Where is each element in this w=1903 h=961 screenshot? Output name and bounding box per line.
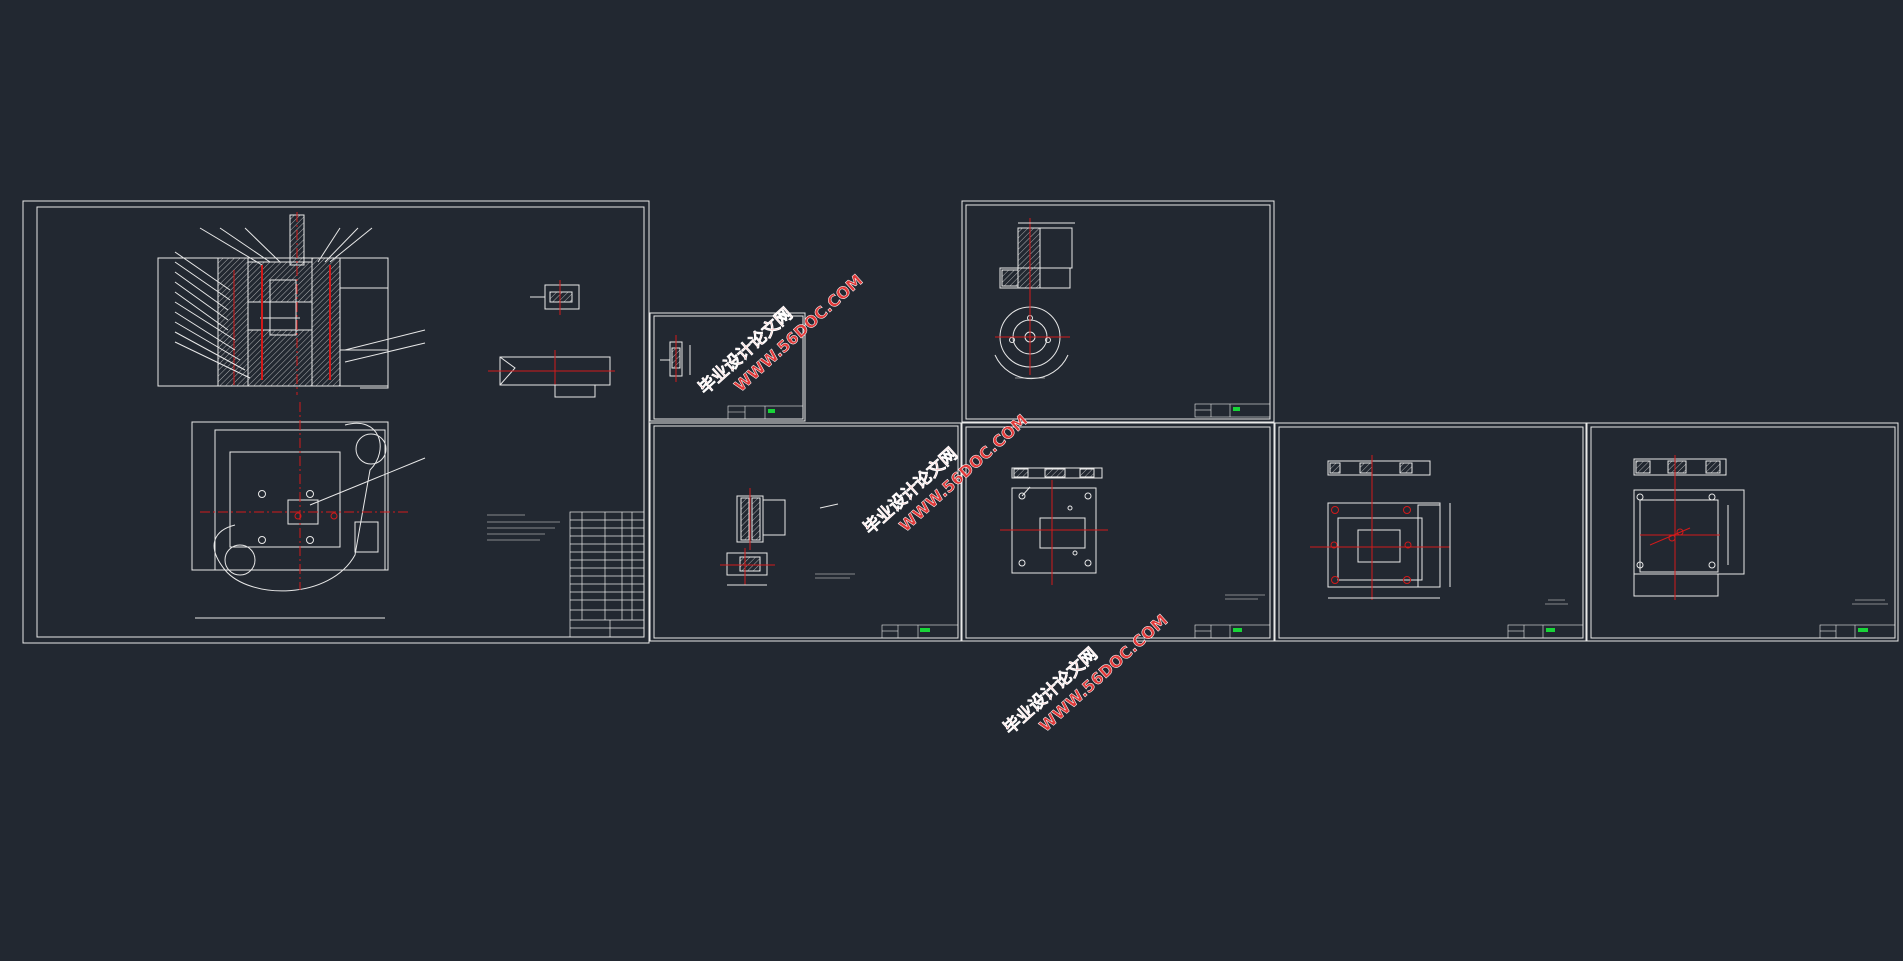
sheet-outer-border [1586,422,1899,642]
sheet-plate-b[interactable] [1274,422,1587,642]
parts-list-table [569,511,645,638]
title-block [727,405,804,420]
sheet-outer-border [22,200,650,644]
sheet-outer-border [649,312,806,422]
sheet-outer-border [1274,422,1587,642]
sheet-inner-border [965,204,1271,420]
title-block [1819,624,1896,639]
title-block [1507,624,1584,639]
watermark-3: 毕业设计论文网 WWW.56DOC.COM [999,610,1172,739]
sheet-small-part[interactable] [649,312,806,422]
technical-notes [487,514,560,541]
sheet-inner-border [965,426,1271,639]
sheet-inner-border [1590,426,1896,639]
sheet-punch-part[interactable] [649,422,962,642]
sheet-assembly[interactable] [22,200,650,644]
sheet-outer-border [961,200,1275,423]
sheet-outer-border [961,422,1275,642]
sheet-inner-border [1278,426,1584,639]
watermark-1: 毕业设计论文网 WWW.56DOC.COM [694,270,867,399]
die-plan-view [191,402,426,619]
title-block [1194,624,1271,639]
sheet-outer-border [649,422,962,642]
title-block [1194,403,1271,418]
sheet-inner-border [36,206,645,638]
sheet-round-part[interactable] [961,200,1275,423]
detail-sketches [488,280,615,398]
sheet-plate-a[interactable] [961,422,1275,642]
sheet-plate-c[interactable] [1586,422,1899,642]
die-section-view [157,212,426,395]
sheet-inner-border [653,425,959,639]
title-block [881,624,959,639]
